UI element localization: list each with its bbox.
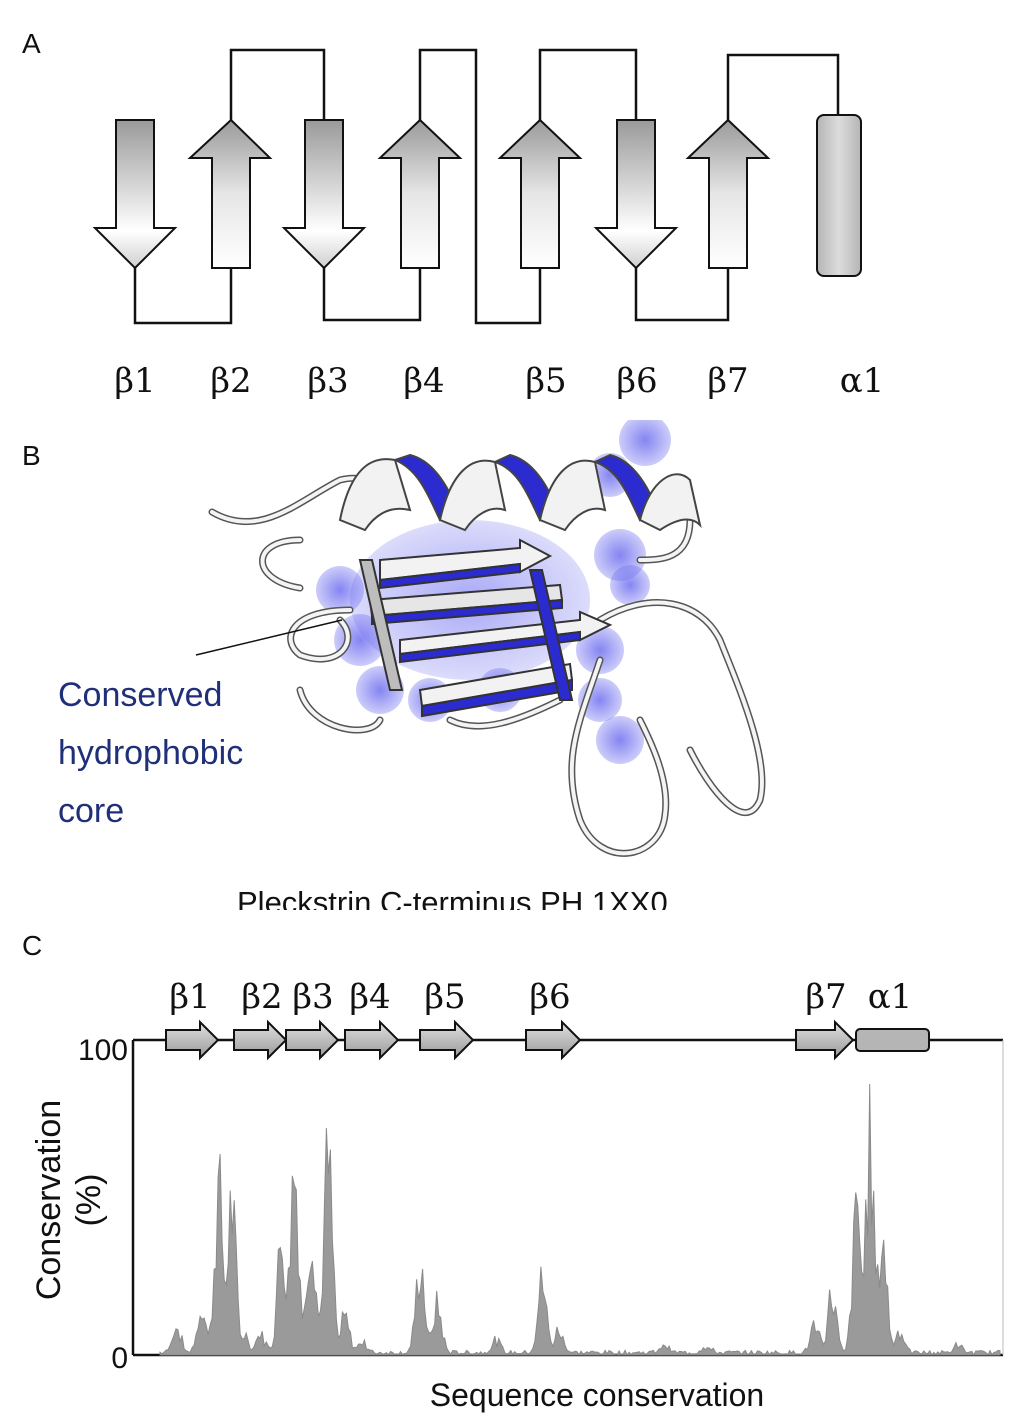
track-arrow-b2	[233, 1019, 288, 1061]
alpha-helix-ribbon	[338, 453, 702, 532]
strand-b2-arrow	[187, 118, 273, 269]
strand-label-b3: β3	[307, 361, 348, 401]
track-arrow-b4	[344, 1019, 400, 1061]
track-label-b6: β6	[529, 977, 570, 1017]
strand-label-b6: β6	[616, 361, 657, 401]
strand-label-b2: β2	[210, 361, 251, 401]
conservation-area	[159, 1083, 1001, 1356]
strand-label-b4: β4	[403, 361, 444, 401]
conservation-chart: β1 β2 β3 β4 β5 β6 β7 α1 100 0 Conservati…	[30, 977, 1004, 1413]
y-axis-label-line2: (%)	[70, 1174, 108, 1227]
y-tick-0: 0	[111, 1342, 128, 1375]
structure-caption: Pleckstrin C-terminus PH 1XX0	[237, 885, 668, 910]
topology-loops	[133, 48, 840, 325]
strand-b3-arrow	[281, 119, 367, 270]
core-annotation-line1: Conserved	[58, 676, 222, 714]
strand-b4-arrow	[377, 118, 463, 269]
strand-label-b5: β5	[525, 361, 566, 401]
track-arrow-b7	[795, 1019, 855, 1061]
core-annotation-line3: core	[58, 792, 124, 830]
ribbon-loops	[208, 474, 766, 857]
strand-b5-arrow	[497, 118, 583, 269]
strand-b1-arrow	[92, 119, 178, 270]
track-label-b4: β4	[349, 977, 390, 1017]
track-label-b2: β2	[241, 977, 282, 1017]
helix-label-a1: α1	[840, 361, 885, 401]
y-tick-100: 100	[78, 1034, 128, 1067]
strand-label-b7: β7	[707, 361, 748, 401]
strand-b7-arrow	[685, 118, 771, 269]
track-arrow-b3	[285, 1019, 340, 1061]
beta-sheet-ribbons	[358, 538, 613, 718]
core-annotation-line2: hydrophobic	[58, 734, 243, 772]
track-helix-a1	[855, 1028, 930, 1052]
track-label-b1: β1	[169, 977, 210, 1017]
track-label-b5: β5	[424, 977, 465, 1017]
strand-b6-arrow	[593, 119, 679, 270]
strand-label-b1: β1	[114, 361, 155, 401]
track-arrow-b5	[419, 1019, 475, 1061]
panel-label-a: A	[22, 28, 41, 59]
track-label-b7: β7	[805, 977, 846, 1017]
panel-label-c: C	[22, 930, 43, 961]
panel-label-b: B	[22, 440, 41, 471]
track-arrow-b6	[525, 1019, 582, 1061]
track-arrow-b1	[165, 1019, 220, 1061]
track-label-a1: α1	[868, 977, 913, 1017]
y-axis-label-line1: Conservation	[30, 1100, 68, 1300]
topology-diagram: β1 β2 β3 β4 β5 β6 β7 α1	[92, 48, 885, 401]
track-label-b3: β3	[292, 977, 333, 1017]
core-annotation-pointer	[195, 619, 343, 656]
helix-a1-cylinder	[816, 114, 862, 277]
secondary-structure-track	[165, 1019, 930, 1061]
protein-structure-view: Conserved hydrophobic core Pleckstrin C-…	[58, 420, 766, 910]
x-axis-label: Sequence conservation	[430, 1377, 764, 1413]
